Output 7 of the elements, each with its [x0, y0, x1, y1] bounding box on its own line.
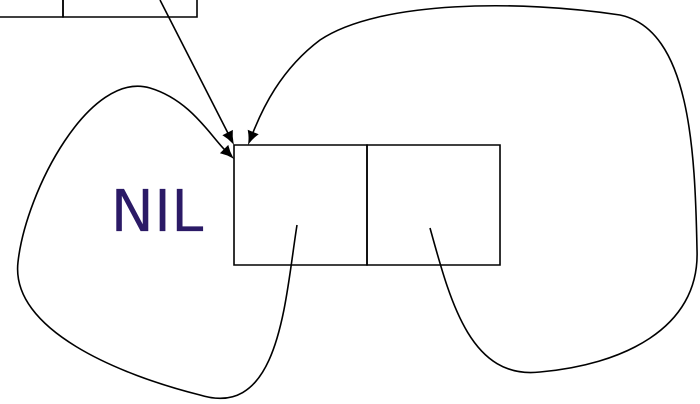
nil-label: NIL: [116, 188, 204, 232]
cell-box: [233, 144, 368, 266]
cell-box: [366, 144, 501, 266]
arrow: [248, 5, 698, 373]
arrow: [17, 86, 298, 399]
arrow: [159, 0, 234, 144]
cell-box: [62, 0, 198, 18]
